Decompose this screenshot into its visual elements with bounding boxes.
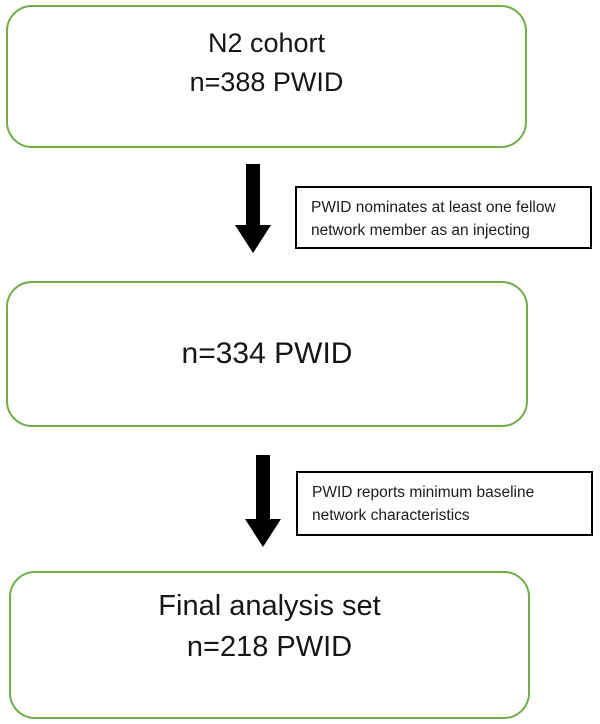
flow-box-nominated-count: n=334 PWID (181, 337, 353, 370)
flow-box-n2-cohort-count: n=388 PWID (189, 67, 344, 97)
annotation-box-nominates: PWID nominates at least one fellow netwo… (295, 186, 592, 249)
annotation-line: network characteristics (312, 507, 470, 524)
flow-box-nominated: n=334 PWID (6, 281, 528, 427)
annotation-line: PWID reports minimum baseline (312, 484, 535, 501)
annotation-line: network member as an injecting (311, 222, 530, 239)
down-arrow-icon (235, 164, 271, 253)
flow-box-n2-cohort: N2 cohort n=388 PWID (6, 5, 527, 148)
flow-box-n2-cohort-title: N2 cohort (207, 28, 326, 58)
flow-box-final-analysis: Final analysis set n=218 PWID (9, 571, 530, 719)
down-arrow-icon (245, 455, 281, 547)
annotation-box-reports: PWID reports minimum baseline network ch… (296, 471, 593, 536)
flow-box-final-analysis-title: Final analysis set (158, 590, 381, 622)
annotation-line: PWID nominates at least one fellow (311, 199, 556, 216)
flow-box-final-analysis-count: n=218 PWID (186, 631, 353, 663)
